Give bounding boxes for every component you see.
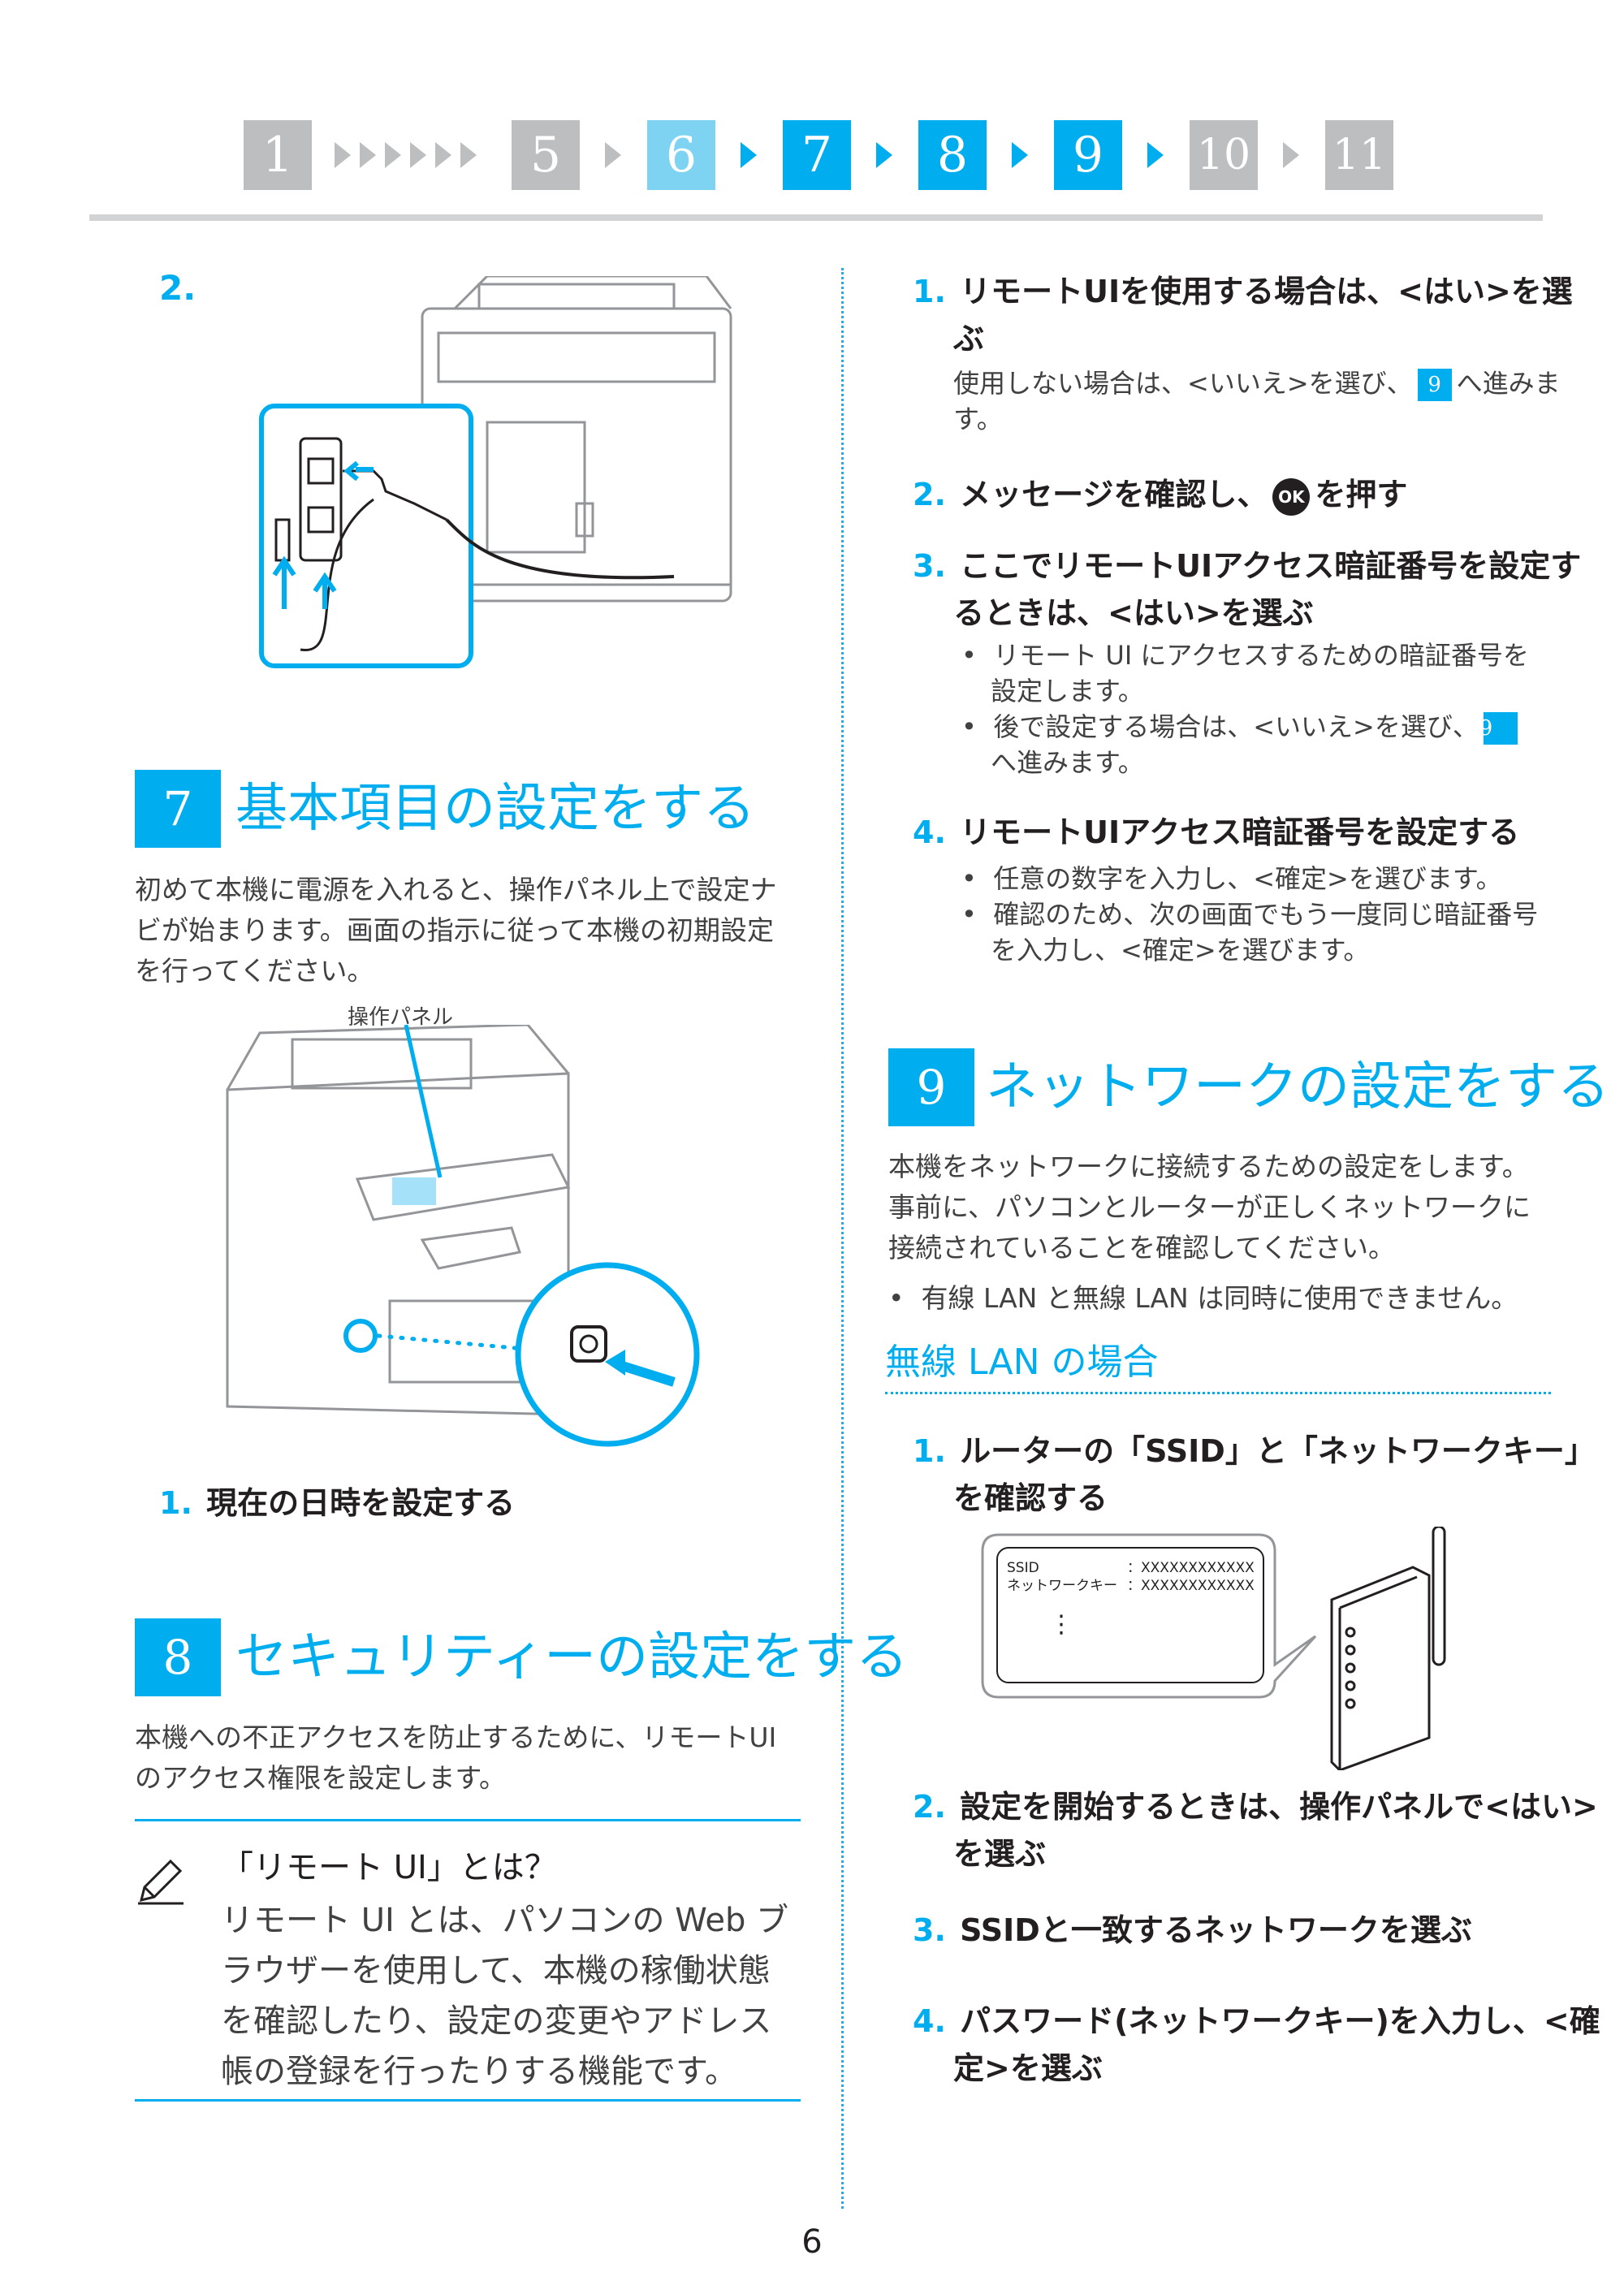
pencil-icon	[138, 1859, 184, 1905]
nav-arrow-icon	[335, 142, 351, 168]
section-8-paragraph: 本機への不正アクセスを防止するために、リモートUI のアクセス権限を設定します。	[135, 1722, 777, 1794]
printer-control-panel-illustration	[226, 1025, 700, 1447]
step-text: リモートUIを使用する場合は、<はい>を選ぶ	[953, 274, 1573, 356]
section-7-badge: 7	[135, 770, 221, 848]
ssid-value: ：XXXXXXXXXXXX	[1127, 1560, 1255, 1576]
nav-step-9: 9	[1054, 120, 1122, 190]
ssid-label: SSID	[1007, 1560, 1039, 1576]
note-top-rule	[135, 1819, 801, 1821]
note-body: リモート UI とは、パソコンの Web ブラウザーを使用して、本機の稼働状態を…	[221, 1902, 789, 2090]
step-number: 1.	[159, 1485, 192, 1521]
wireless-lan-rule	[885, 1392, 1551, 1394]
section-9-badge: 9	[888, 1048, 974, 1126]
step-text: ルーターの「SSID」と「ネットワークキー」を確認する	[953, 1433, 1596, 1516]
bullet-item: • 任意の数字を入力し、<確定>を選びます。	[961, 863, 1502, 894]
nav-arrow-icon	[435, 142, 451, 168]
nav-arrow-icon	[460, 142, 477, 168]
power-cord-illustration	[259, 276, 732, 668]
section-7-title: 基本項目の設定をする	[235, 779, 755, 839]
bullet-item: • 確認のため、次の画面でもう一度同じ暗証番号を入力し、<確定>を選びます。	[961, 899, 1539, 966]
body-text: 使用しない場合は、<いいえ>を選び、	[953, 368, 1413, 399]
step-number: 3.	[913, 1912, 946, 1948]
step-text: ここでリモートUIアクセス暗証番号を設定するときは、<はい>を選ぶ	[953, 548, 1582, 631]
section-7-step-1: 1. 現在の日時を設定する	[159, 1480, 515, 1527]
nav-arrow-icon	[1012, 142, 1028, 168]
step-text: 現在の日時を設定する	[206, 1485, 516, 1521]
nav-step-1: 1	[244, 120, 312, 190]
note-title: 「リモート UI」とは？	[221, 1849, 557, 1886]
section-8-badge: 8	[135, 1618, 221, 1696]
nav-arrow-icon	[1283, 142, 1299, 168]
header-rule	[89, 214, 1543, 221]
nav-arrow-icon	[605, 142, 621, 168]
step-9-reference: 9	[1479, 712, 1518, 745]
section-8-step-4: 4. リモートUIアクセス暗証番号を設定する	[913, 809, 1562, 856]
section-9-step-3: 3. SSIDと一致するネットワークを選ぶ	[913, 1907, 1562, 1954]
section-9-step-4: 4. パスワード(ネットワークキー)を入力し、<確定>を選ぶ	[913, 1998, 1603, 2092]
step-number: 2.	[913, 477, 946, 512]
ok-key-icon: OK	[1272, 477, 1311, 516]
nav-step-10: 10	[1190, 120, 1258, 190]
nav-arrow-icon	[360, 142, 376, 168]
step-number: 2.	[913, 1789, 946, 1825]
nav-arrow-icon	[741, 142, 757, 168]
step-number: 4.	[913, 814, 946, 850]
section-9-step-2: 2. 設定を開始するときは、操作パネルで<はい>を選ぶ	[913, 1783, 1603, 1877]
bullet-item: • リモート UI にアクセスするための暗証番号を設定します。	[961, 640, 1529, 706]
router-ssid-illustration: SSID ：XXXXXXXXXXXX ネットワークキー ：XXXXXXXXXXX…	[981, 1527, 1446, 1770]
nav-arrow-icon	[1147, 142, 1164, 168]
nav-arrow-icon	[410, 142, 426, 168]
control-panel-label: 操作パネル	[348, 1005, 454, 1030]
step-number: 3.	[913, 548, 946, 584]
section-9-paragraph: 本機をネットワークに接続するための設定をします。事前に、パソコンとルーターが正し…	[888, 1151, 1531, 1264]
step-text: を押す	[1315, 477, 1408, 512]
section-9-bullet: • 有線 LAN と無線 LAN は同時に使用できません。	[888, 1282, 1518, 1314]
wireless-lan-heading: 無線 LAN の場合	[885, 1341, 1159, 1383]
network-key-label: ネットワークキー	[1007, 1578, 1117, 1594]
continuation-dots: ⋮	[1049, 1610, 1073, 1639]
step-2-number: 2.	[159, 268, 197, 308]
network-key-value: ：XXXXXXXXXXXX	[1127, 1578, 1255, 1594]
step-9-reference: 9	[1417, 369, 1452, 401]
nav-step-5: 5	[512, 120, 580, 190]
section-9-step-1: 1. ルーターの「SSID」と「ネットワークキー」を確認する	[913, 1428, 1603, 1522]
step-number: 1.	[913, 1433, 946, 1469]
step-text: メッセージを確認し、	[960, 477, 1268, 512]
section-8-title: セキュリティーの設定をする	[235, 1627, 909, 1687]
nav-step-8: 8	[918, 120, 987, 190]
body-text: へ進みます。	[953, 368, 1561, 434]
section-8-step-3-body: • リモート UI にアクセスするための暗証番号を設定します。 • 後で設定する…	[961, 637, 1546, 780]
step-text: 設定を開始するときは、操作パネルで<はい>を選ぶ	[953, 1789, 1598, 1872]
section-9-title: ネットワークの設定をする	[986, 1057, 1609, 1117]
step-text: リモートUIアクセス暗証番号を設定する	[960, 814, 1520, 850]
page-number: 6	[801, 2223, 823, 2261]
step-text: SSIDと一致するネットワークを選ぶ	[960, 1912, 1472, 1948]
nav-step-7: 7	[783, 120, 851, 190]
section-8-step-3: 3. ここでリモートUIアクセス暗証番号を設定するときは、<はい>を選ぶ	[913, 542, 1603, 637]
nav-arrow-icon	[385, 142, 401, 168]
section-8-step-1: 1. リモートUIを使用する場合は、<はい>を選ぶ	[913, 268, 1603, 362]
step-text: パスワード(ネットワークキー)を入力し、<確定>を選ぶ	[953, 2003, 1600, 2086]
column-divider	[841, 268, 844, 2209]
step-number: 4.	[913, 2003, 946, 2039]
note-bottom-rule	[135, 2099, 801, 2102]
nav-step-11: 11	[1325, 120, 1393, 190]
section-8-step-4-body: • 任意の数字を入力し、<確定>を選びます。 • 確認のため、次の画面でもう一度…	[961, 861, 1546, 968]
nav-step-6: 6	[647, 120, 715, 190]
bullet-item: • 後で設定する場合は、<いいえ>を選び、9へ進みます。	[961, 709, 1546, 780]
nav-arrow-icon	[876, 142, 892, 168]
section-7-paragraph: 初めて本機に電源を入れると、操作パネル上で設定ナビが始まります。画面の指示に従っ…	[135, 874, 777, 987]
step-number: 1.	[913, 274, 946, 309]
